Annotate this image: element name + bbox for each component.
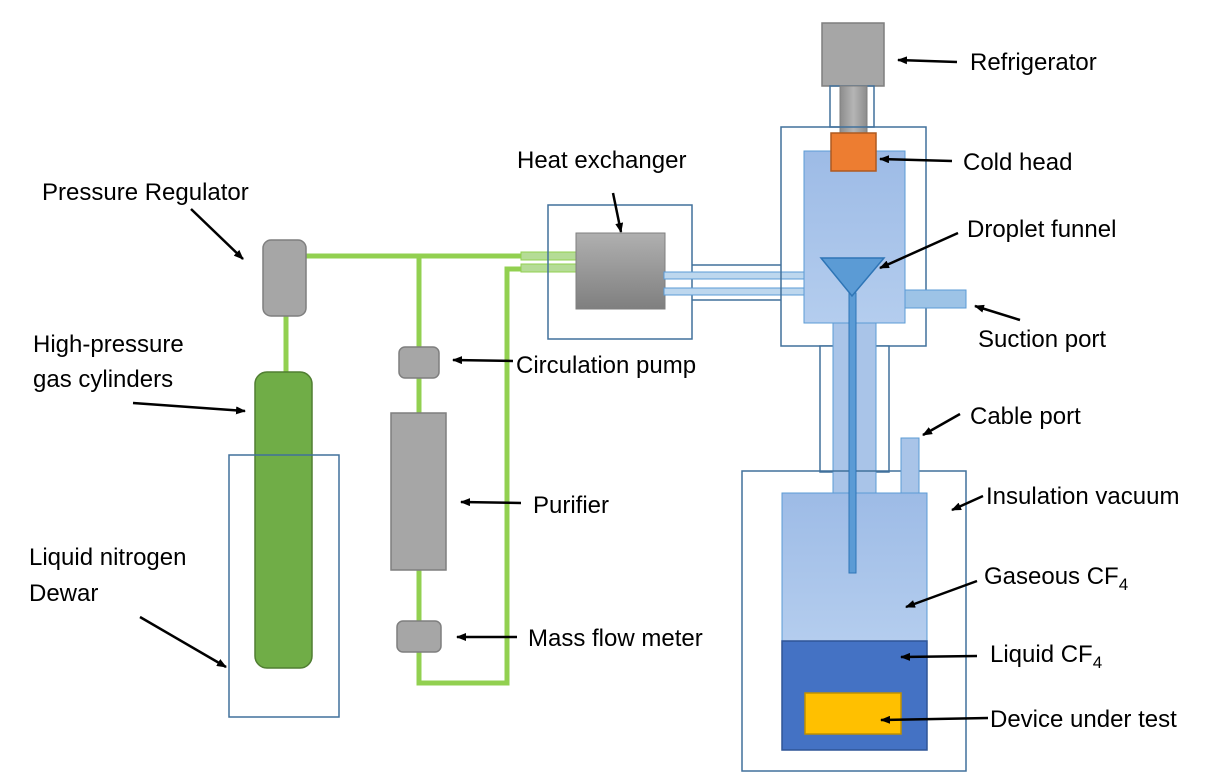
label-droplet-funnel: Droplet funnel [967,216,1116,243]
arrow-cable-port [922,412,961,437]
gaseous-cf4-text: Gaseous CF [984,563,1119,590]
arrow-device-under-test [880,715,989,724]
callout-arrows [132,56,1021,724]
label-device-under-test: Device under test [990,706,1177,733]
label-high-pressure-line2: gas cylinders [33,366,173,393]
gaseous-cf4-subscript: 4 [1119,575,1128,594]
hx-to-chamber-pipe-bottom [663,287,810,296]
gas-lines [283,253,522,686]
hx-inlet-pipe-bottom [520,263,578,273]
arrow-liquid-cf4 [900,652,978,661]
funnel-tube [848,292,857,574]
arrow-gaseous-cf4 [905,579,978,609]
arrow-suction-port [974,304,1021,322]
arrow-cold-head [879,155,953,164]
arrow-pressure-regulator [190,208,244,260]
droplet-funnel [819,257,886,298]
liquid-cf4-subscript: 4 [1093,653,1102,672]
label-pressure-regulator: Pressure Regulator [42,179,249,206]
label-gaseous-cf4: Gaseous CF4 [984,563,1128,594]
label-refrigerator: Refrigerator [970,49,1097,76]
refrigerator [821,22,885,87]
device-under-test [804,692,902,735]
circulation-pump [398,346,440,379]
return-line [416,266,522,686]
arrow-circulation-pump [452,356,514,365]
label-cable-port: Cable port [970,403,1081,430]
hx-inlet-pipe-top [520,251,578,261]
liquid-cf4-text: Liquid CF [990,641,1093,668]
arrow-purifier [460,498,522,507]
refrigerator-shaft [839,85,868,135]
label-mass-flow-meter: Mass flow meter [528,625,703,652]
label-high-pressure-line1: High-pressure [33,331,184,358]
arrow-refrigerator [897,56,958,65]
arrow-droplet-funnel [879,231,959,270]
label-liquid-cf4: Liquid CF4 [990,641,1102,672]
label-ln2-line2: Dewar [29,580,98,607]
label-heat-exchanger: Heat exchanger [517,147,686,174]
heat-exchanger [575,232,666,310]
cold-head [830,132,877,172]
high-pressure-gas-cylinder [254,371,313,669]
arrow-liquid-nitrogen-dewar [139,615,227,669]
hx-to-chamber-pipe-top [663,271,810,280]
arrow-heat-exchanger [611,192,624,233]
purifier [390,412,447,571]
arrow-insulation-vacuum [951,494,984,512]
label-ln2-line1: Liquid nitrogen [29,544,186,571]
liquid-nitrogen-dewar [228,454,340,718]
suction-port [904,289,967,309]
pressure-regulator [262,239,307,317]
label-insulation-vacuum: Insulation vacuum [986,483,1179,510]
label-purifier: Purifier [533,492,609,519]
cable-port [900,437,920,494]
label-suction-port: Suction port [978,326,1106,353]
label-cold-head: Cold head [963,149,1072,176]
mass-flow-meter [396,620,442,653]
arrow-high-pressure-cylinders [132,401,246,415]
label-circulation-pump: Circulation pump [516,352,696,379]
